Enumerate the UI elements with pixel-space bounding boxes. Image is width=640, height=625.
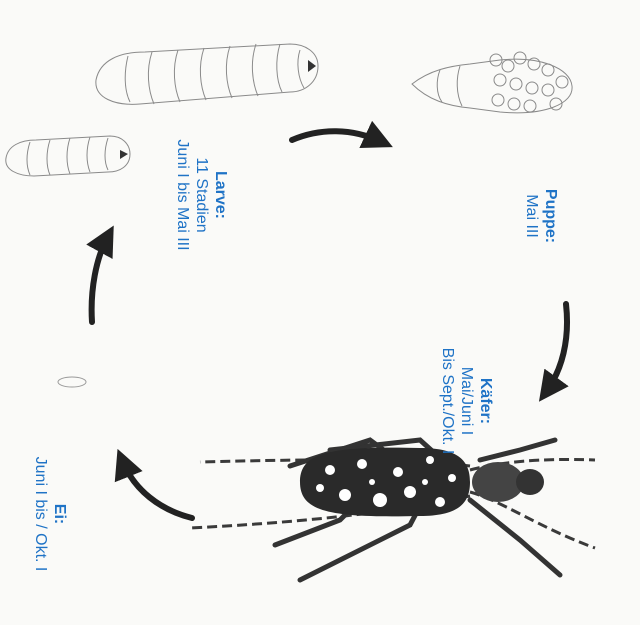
larva-large-illustration bbox=[96, 44, 318, 104]
larve-period: Juni I bis Mai III bbox=[173, 120, 192, 270]
kaefer-period-1: Mai/Juni I bbox=[457, 321, 476, 481]
arrow-beetle-to-egg bbox=[122, 460, 192, 518]
stage-label-larve: Larve: 11 Stadien Juni I bis Mai III bbox=[172, 120, 230, 270]
larve-name: Larve: bbox=[211, 120, 230, 270]
kaefer-name: Käfer: bbox=[476, 321, 495, 481]
arrow-larva-to-pupa bbox=[292, 131, 382, 142]
ei-period: Juni I bis / Okt. I bbox=[31, 439, 50, 589]
pupa-illustration bbox=[412, 52, 572, 113]
stage-label-puppe: Puppe: Mai III bbox=[520, 146, 560, 286]
larve-stages: 11 Stadien bbox=[192, 120, 211, 270]
stage-label-ei: Ei: Juni I bis / Okt. I bbox=[29, 439, 69, 589]
beetle-illustration bbox=[190, 440, 595, 580]
ei-name: Ei: bbox=[50, 439, 69, 589]
stage-label-kaefer: Käfer: Mai/Juni I Bis Sept./Okt. I bbox=[437, 321, 495, 481]
egg-illustration bbox=[58, 377, 86, 387]
puppe-name: Puppe: bbox=[541, 146, 560, 286]
larva-small-illustration bbox=[6, 136, 130, 176]
puppe-period: Mai III bbox=[522, 146, 541, 286]
arrow-egg-to-larva bbox=[92, 236, 108, 322]
kaefer-period-2: Bis Sept./Okt. I bbox=[438, 321, 457, 481]
arrow-pupa-to-beetle bbox=[546, 304, 567, 392]
